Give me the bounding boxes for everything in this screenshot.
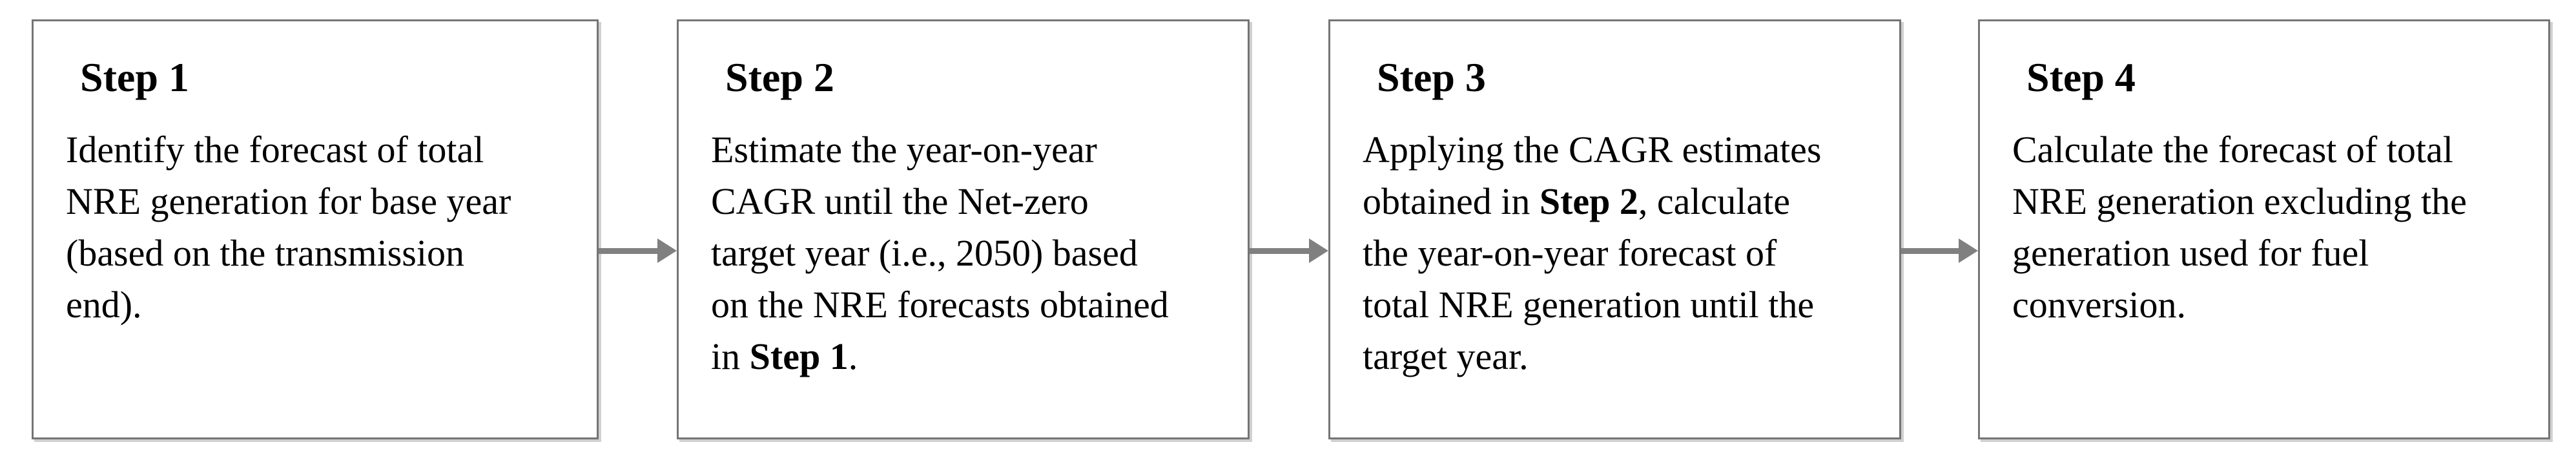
step-2-title: Step 2 <box>725 54 834 100</box>
step-4-title: Step 4 <box>2026 54 2136 100</box>
arrow-head-icon <box>1309 238 1328 263</box>
arrow-head-icon <box>1959 238 1978 263</box>
step-1-title: Step 1 <box>80 54 189 100</box>
arrow-shaft <box>1250 247 1309 254</box>
arrow-step2-to-step3 <box>1250 238 1328 263</box>
step-3-title: Step 3 <box>1377 54 1486 100</box>
arrow-step1-to-step2 <box>599 238 677 263</box>
arrow-step3-to-step4 <box>1901 238 1978 263</box>
arrow-head-icon <box>657 238 677 263</box>
arrow-shaft <box>599 247 657 254</box>
arrow-shaft <box>1901 247 1959 254</box>
